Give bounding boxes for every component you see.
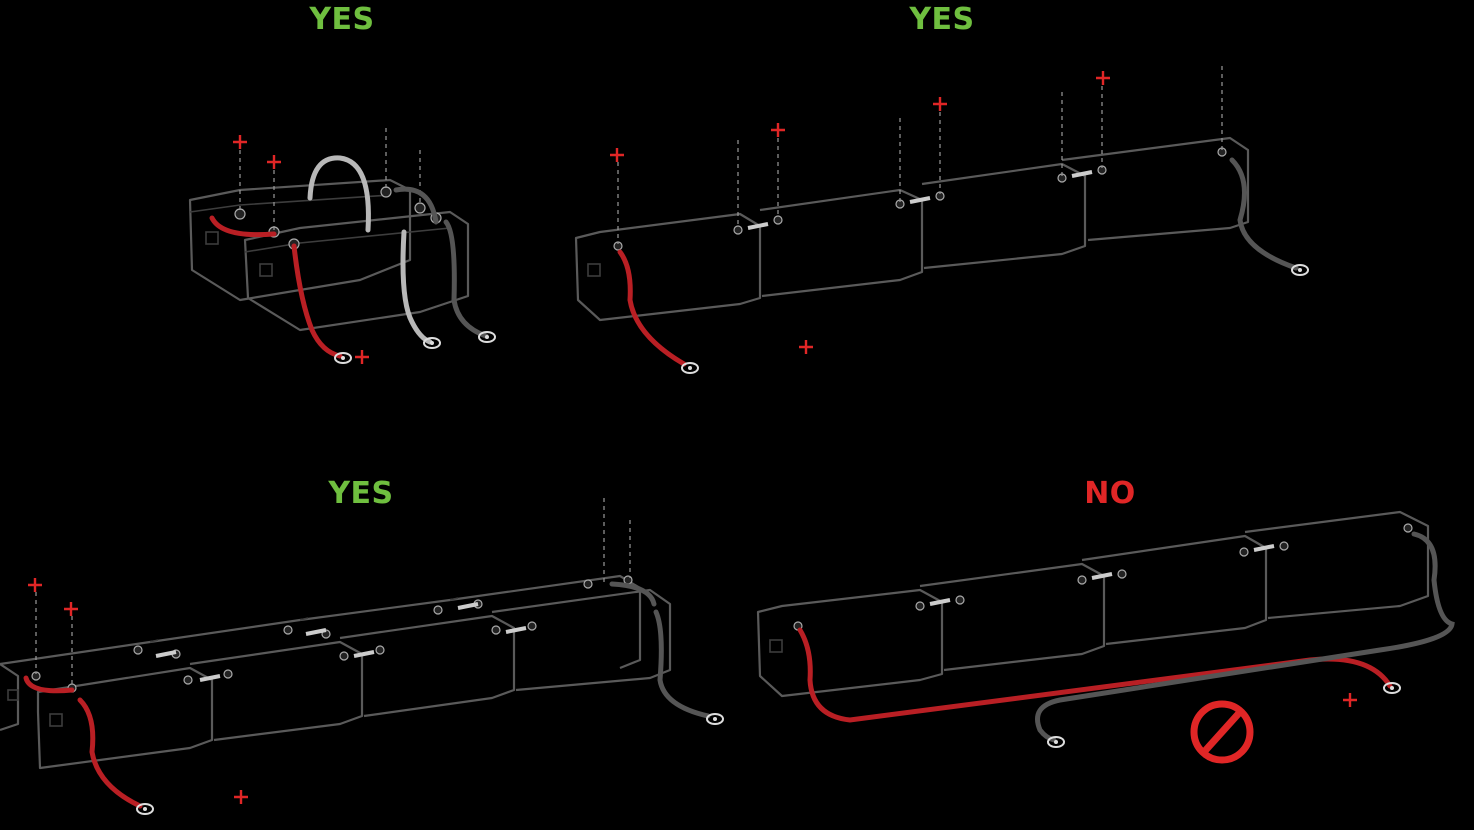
plus-sign-icon	[62, 600, 80, 618]
panel-2-diagram	[574, 66, 1309, 374]
panel-3-diagram	[0, 498, 724, 815]
panel-4-label: NO	[1084, 476, 1136, 511]
plus-sign-icon	[1341, 691, 1359, 709]
plus-sign-icon	[232, 788, 250, 806]
plus-sign-icon	[1094, 69, 1112, 87]
ring-lug-icon	[136, 803, 154, 815]
panel-1-label: YES	[309, 2, 375, 37]
ring-lug-icon	[706, 713, 724, 725]
panel-1-diagram	[188, 128, 496, 366]
ring-lug-icon	[478, 331, 496, 343]
panel-2-label: YES	[909, 2, 975, 37]
prohibited-icon	[1190, 700, 1254, 764]
panel-3-label: YES	[328, 476, 394, 511]
plus-sign-icon	[797, 338, 815, 356]
plus-sign-icon	[353, 348, 371, 366]
plus-sign-icon	[26, 576, 44, 594]
plus-sign-icon	[265, 153, 283, 171]
ring-lug-icon	[681, 362, 699, 374]
ring-lug-icon	[334, 352, 352, 364]
panel-4-diagram	[756, 510, 1455, 764]
plus-sign-icon	[931, 95, 949, 113]
plus-sign-icon	[231, 133, 249, 151]
plus-sign-icon	[769, 121, 787, 139]
plus-sign-icon	[608, 146, 626, 164]
